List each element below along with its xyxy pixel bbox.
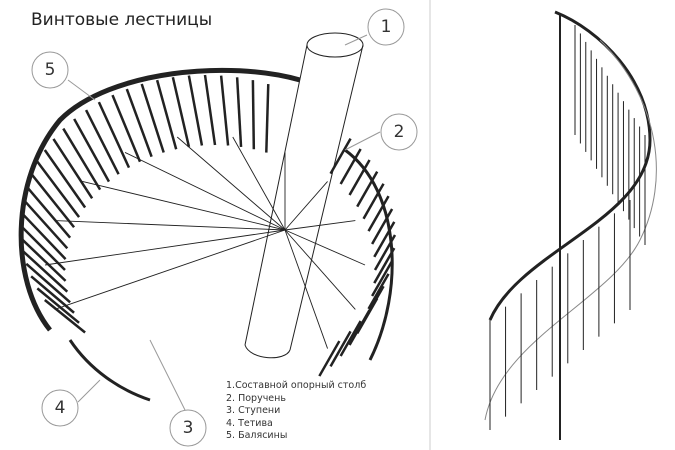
callout-5-label: 5 (45, 60, 56, 80)
baluster (367, 195, 390, 232)
legend-item: 3. Ступени (226, 405, 281, 416)
baluster (19, 211, 67, 260)
baluster (371, 260, 394, 297)
callout-2-label: 2 (394, 122, 405, 142)
baluster (19, 224, 66, 271)
baluster (30, 275, 75, 314)
baluster (373, 221, 396, 258)
baluster (348, 159, 371, 196)
baluster (140, 83, 165, 153)
baluster (84, 109, 120, 175)
baluster (339, 148, 362, 185)
baluster (339, 320, 362, 357)
callout-3-label: 3 (183, 418, 194, 438)
baluster (373, 234, 397, 271)
callout-4 (41, 389, 79, 427)
baluster (367, 273, 390, 310)
baluster (97, 101, 131, 169)
step-edge (284, 229, 356, 310)
stringer (68, 339, 151, 402)
top-view-staircase (18, 32, 397, 402)
legend: 1.Составной опорный столб 2. Поручень 3.… (226, 380, 366, 443)
steps (44, 136, 366, 349)
baluster (62, 127, 102, 191)
baluster (25, 185, 72, 239)
side-balusters (489, 25, 646, 430)
balusters (19, 74, 397, 377)
baluster (356, 170, 379, 208)
legend-item: 2. Поручень (226, 392, 286, 404)
baluster (251, 80, 256, 150)
baluster (348, 309, 371, 346)
support-column (244, 32, 364, 359)
side-stringer (484, 39, 657, 421)
baluster (36, 287, 80, 324)
baluster (43, 149, 87, 209)
baluster (21, 198, 69, 250)
callout-5 (31, 51, 69, 89)
baluster (265, 84, 270, 153)
handrail (18, 67, 301, 332)
side-view-staircase (484, 10, 657, 440)
baluster (203, 74, 217, 146)
handrail-right (344, 148, 394, 361)
baluster (235, 77, 243, 147)
step-edge (284, 181, 328, 231)
callout-4-label: 4 (55, 398, 66, 418)
baluster (318, 340, 341, 377)
step-edge (284, 229, 366, 266)
baluster (155, 79, 178, 150)
baluster (111, 94, 142, 163)
baluster (329, 330, 352, 368)
step-edge (284, 229, 328, 349)
legend-item: 1.Составной опорный столб (226, 380, 367, 391)
baluster (219, 75, 230, 146)
baluster (371, 208, 394, 245)
callout-1-label: 1 (381, 17, 392, 37)
baluster (373, 247, 396, 284)
baluster (171, 76, 191, 148)
baluster (21, 250, 69, 293)
step-edge (54, 220, 286, 231)
baluster (73, 118, 111, 183)
legend-item: 4. Тетива (226, 417, 273, 429)
baluster (52, 138, 94, 199)
page-title: Винтовые лестницы (31, 10, 213, 30)
callouts (31, 8, 418, 447)
baluster (187, 75, 204, 146)
step-edge (124, 152, 286, 231)
step-edge (44, 229, 286, 266)
baluster (36, 160, 81, 218)
baluster (362, 183, 385, 220)
baluster (25, 262, 71, 304)
side-handrail (488, 10, 652, 321)
step-edge (232, 136, 286, 231)
callout-2 (380, 113, 418, 151)
legend-item: 5. Балясины (226, 430, 288, 441)
baluster (44, 299, 86, 334)
step-edge (176, 136, 286, 231)
callout-1 (367, 8, 405, 46)
baluster (125, 88, 153, 158)
step-edge (54, 229, 286, 310)
step-edge (82, 181, 286, 231)
callout-3 (169, 409, 207, 447)
baluster (30, 172, 76, 229)
baluster (19, 237, 67, 282)
